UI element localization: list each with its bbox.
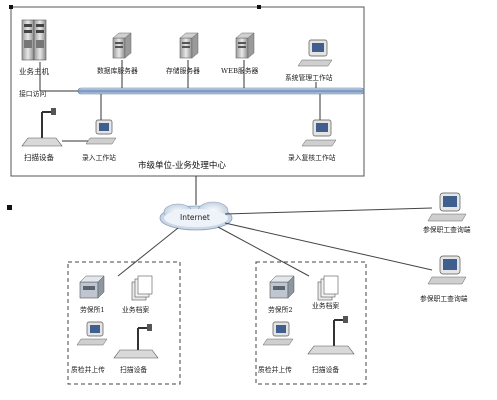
web-server-label: WEB服务器 xyxy=(221,66,259,75)
office-2-archive-label: 业务档案 xyxy=(312,301,339,310)
internet-label: Internet xyxy=(180,213,210,222)
entry-workstation-label: 录入工作站 xyxy=(82,153,116,162)
admin-workstation-icon xyxy=(297,39,333,67)
scanner-icon xyxy=(21,108,63,147)
host-server-icon xyxy=(21,19,47,61)
review-workstation-label: 录入复核工作站 xyxy=(288,153,336,162)
office-2-upload-label: 质检并上传 xyxy=(258,365,292,374)
office-1-upload-label: 质检并上传 xyxy=(71,365,105,374)
office-1-scanner-label: 扫描设备 xyxy=(120,365,147,374)
review-workstation-icon xyxy=(301,119,337,147)
internet-cloud-icon xyxy=(159,201,233,231)
scanner-label: 扫描设备 xyxy=(24,152,54,162)
office-2-server-icon xyxy=(269,275,295,299)
database-server-label: 数据库服务器 xyxy=(97,66,138,75)
office-1-archive-icon xyxy=(131,275,153,301)
office-2-scanner-icon xyxy=(307,316,355,355)
web-server-icon xyxy=(235,32,255,59)
interface-label: 接口访问 xyxy=(19,89,46,98)
office-1-frame xyxy=(67,261,181,385)
query-terminal-2-label: 参保职工查询端 xyxy=(420,294,468,303)
office-1-archive-label: 业务档案 xyxy=(122,305,149,314)
database-server-icon xyxy=(112,32,132,59)
query-terminal-1-label: 参保职工查询端 xyxy=(423,225,471,234)
office-2-name: 劳保所2 xyxy=(268,305,293,314)
storage-server-icon xyxy=(179,32,199,59)
office-2-frame xyxy=(255,261,367,385)
office-1-server-icon xyxy=(79,275,105,299)
storage-server-label: 存储服务器 xyxy=(166,66,200,75)
office-2-workstation-icon xyxy=(262,321,294,346)
admin-workstation-label: 系统管理工作站 xyxy=(285,73,333,82)
office-1-scanner-icon xyxy=(113,324,159,359)
office-1-name: 劳保所1 xyxy=(80,305,105,314)
network-bus xyxy=(77,87,365,95)
office-2-scanner-label: 扫描设备 xyxy=(312,365,339,374)
entry-workstation-icon xyxy=(85,119,117,145)
query-terminal-1-icon xyxy=(427,192,467,222)
query-terminal-2-icon xyxy=(427,255,467,285)
center-title: 市级单位-业务处理中心 xyxy=(138,160,226,171)
host-label: 业务主机 xyxy=(19,66,49,76)
office-2-archive-icon xyxy=(317,275,339,301)
office-1-workstation-icon xyxy=(76,321,108,346)
